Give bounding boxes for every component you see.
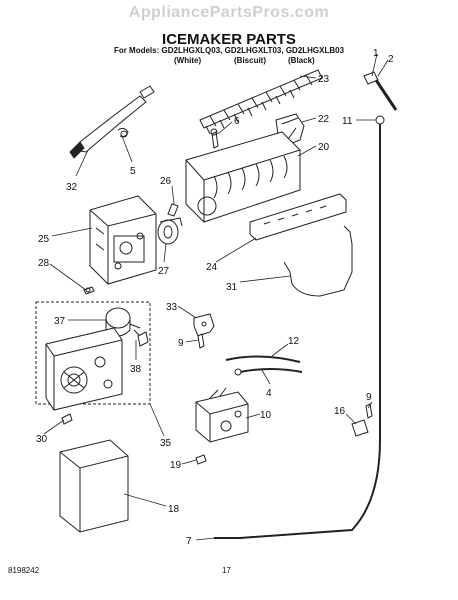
callout-9-top: 9 — [178, 338, 184, 349]
callout-5: 5 — [130, 166, 136, 177]
callout-22: 22 — [318, 114, 330, 125]
part-18-cover — [59, 439, 129, 533]
callout-18: 18 — [168, 504, 180, 515]
part-6-screw — [210, 128, 219, 149]
callout-19: 19 — [170, 460, 182, 471]
page-title: ICEMAKER PARTS — [162, 31, 296, 48]
part-2-tube-end — [374, 79, 398, 111]
watermark-text: AppliancePartsPros.com — [128, 4, 330, 21]
part-9-screw-a — [197, 333, 205, 349]
callout-12: 12 — [288, 336, 300, 347]
callout-4: 4 — [266, 388, 272, 399]
part-27-thermostat — [157, 217, 183, 245]
part-30-screw — [61, 413, 73, 425]
callout-31: 31 — [226, 282, 238, 293]
model-list: For Models: GD2LHGXLQ03, GD2LHGXLT03, GD… — [113, 46, 345, 55]
part-20-mold — [185, 131, 301, 223]
part-24-shelf — [249, 193, 347, 241]
part-7-water-tube — [214, 124, 381, 539]
part-4-wire — [234, 368, 303, 376]
callout-25: 25 — [38, 234, 50, 245]
part-33-bracket — [193, 313, 215, 337]
callout-26: 26 — [160, 176, 172, 187]
callout-33: 33 — [166, 302, 178, 313]
leader-lines — [43, 53, 389, 541]
callout-11: 11 — [342, 116, 353, 127]
callout-20: 20 — [318, 142, 330, 153]
callout-7: 7 — [186, 536, 192, 547]
part-23-ejector — [199, 69, 323, 135]
part-11-nut — [375, 115, 385, 125]
callout-37: 37 — [54, 316, 66, 327]
callout-24: 24 — [206, 262, 218, 273]
part-5-clip — [117, 127, 129, 138]
page-number: 17 — [222, 566, 231, 575]
part-38-bracket — [137, 331, 149, 347]
callout-30: 30 — [36, 434, 48, 445]
part-12-wire — [225, 355, 301, 363]
color-black: (Black) — [288, 56, 315, 65]
part-26-screw — [167, 203, 179, 217]
part-9-screw-b — [365, 403, 373, 419]
part-32-wire-harness — [69, 85, 155, 159]
part-10-valve — [195, 387, 249, 443]
document-number: 8198242 — [8, 566, 40, 575]
part-28-screw — [83, 286, 95, 295]
callout-2: 2 — [388, 54, 394, 65]
callout-23: 23 — [318, 74, 330, 85]
part-19-screw — [195, 454, 207, 465]
callout-6: 6 — [234, 116, 240, 127]
part-25-housing — [89, 195, 157, 285]
module-front — [45, 327, 123, 411]
callout-16: 16 — [334, 406, 346, 417]
callout-1: 1 — [373, 48, 379, 59]
callout-28: 28 — [38, 258, 50, 269]
part-31-feeler-arm — [283, 225, 353, 297]
callout-32: 32 — [66, 182, 78, 193]
color-biscuit: (Biscuit) — [234, 56, 266, 65]
callout-35: 35 — [160, 438, 172, 449]
callout-38: 38 — [130, 364, 142, 375]
callout-27: 27 — [158, 266, 170, 277]
part-1-fitting — [363, 71, 379, 85]
callout-labels: 1 2 23 22 11 6 20 32 5 26 25 24 27 28 31… — [36, 48, 394, 547]
callout-10: 10 — [260, 410, 272, 421]
color-white: (White) — [174, 56, 202, 65]
callout-9-right: 9 — [366, 392, 372, 403]
